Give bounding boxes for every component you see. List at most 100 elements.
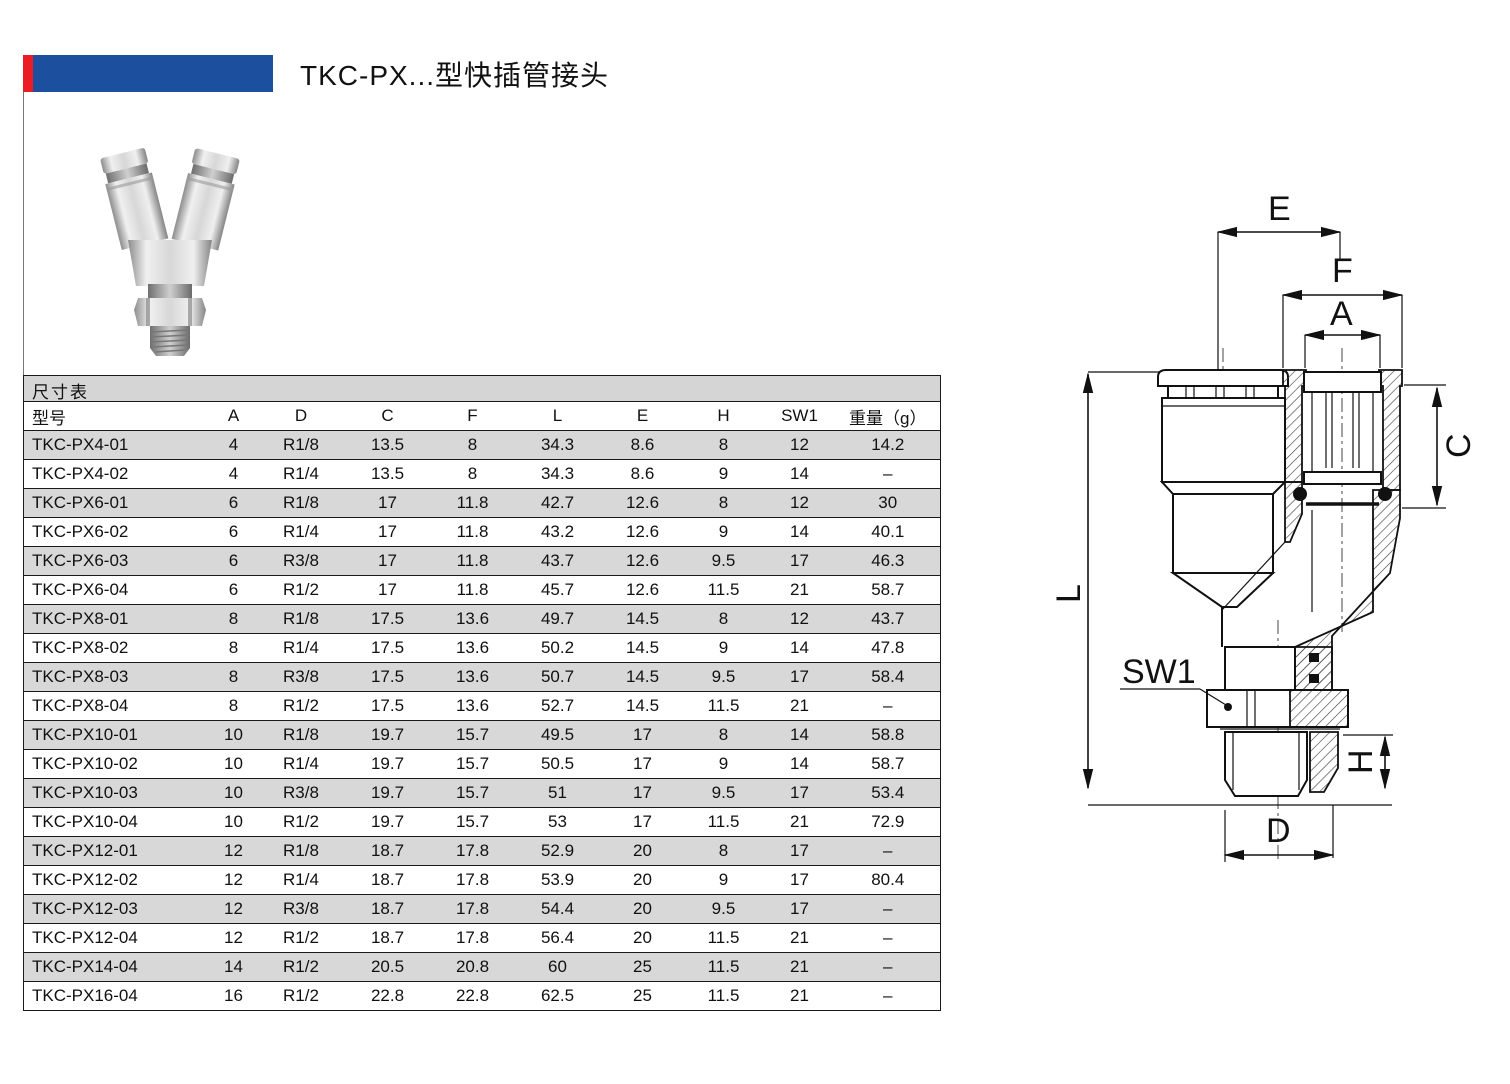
table-cell: 58.7 xyxy=(835,749,941,779)
dim-label-d: D xyxy=(1266,812,1291,850)
table-cell: 8 xyxy=(683,430,764,460)
table-cell: 52.7 xyxy=(513,691,602,721)
table-cell: 8 xyxy=(431,430,514,460)
table-cell: 17.8 xyxy=(431,865,514,895)
table-cell: 12 xyxy=(763,604,836,634)
table-cell: 8 xyxy=(208,604,259,634)
table-cell: – xyxy=(835,981,941,1011)
table-cell: 10 xyxy=(208,807,259,837)
table-cell: TKC-PX10-01 xyxy=(23,720,209,750)
dim-SW1: SW1 xyxy=(1120,653,1232,711)
table-cell: R1/2 xyxy=(258,923,344,953)
column-header: L xyxy=(513,401,602,431)
table-cell: R1/4 xyxy=(258,749,344,779)
table-cell: 18.7 xyxy=(343,894,432,924)
table-cell: 43.7 xyxy=(513,546,602,576)
table-cell: R1/4 xyxy=(258,517,344,547)
table-cell: 9 xyxy=(683,749,764,779)
table-cell: R1/2 xyxy=(258,807,344,837)
table-cell: TKC-PX4-02 xyxy=(23,459,209,489)
table-cell: 13.5 xyxy=(343,459,432,489)
table-cell: 14.5 xyxy=(601,604,684,634)
table-cell: 46.3 xyxy=(835,546,941,576)
table-cell: 49.5 xyxy=(513,720,602,750)
table-cell: 11.5 xyxy=(683,807,764,837)
header-banner xyxy=(23,55,273,92)
dim-C: C xyxy=(1402,384,1478,509)
table-cell: R1/2 xyxy=(258,575,344,605)
table-cell: 14 xyxy=(763,749,836,779)
table-cell: R1/4 xyxy=(258,633,344,663)
table-cell: 13.5 xyxy=(343,430,432,460)
table-cell: 42.7 xyxy=(513,488,602,518)
table-cell: 52.9 xyxy=(513,836,602,866)
table-cell: 9 xyxy=(683,865,764,895)
table-cell: 47.8 xyxy=(835,633,941,663)
table-cell: 17 xyxy=(601,749,684,779)
table-cell: – xyxy=(835,836,941,866)
table-cell: 17 xyxy=(601,807,684,837)
table-cell: TKC-PX6-04 xyxy=(23,575,209,605)
table-cell: 14.5 xyxy=(601,662,684,692)
dim-D: D xyxy=(1223,810,1335,862)
o-ring-right xyxy=(1378,487,1392,501)
dim-L: L xyxy=(1050,371,1392,806)
table-cell: 21 xyxy=(763,952,836,982)
table-cell: 8 xyxy=(683,488,764,518)
table-cell: 25 xyxy=(601,952,684,982)
table-cell: 12 xyxy=(208,894,259,924)
column-header: D xyxy=(258,401,344,431)
table-cell: 17 xyxy=(763,894,836,924)
table-cell: TKC-PX14-04 xyxy=(23,952,209,982)
table-cell: TKC-PX12-02 xyxy=(23,865,209,895)
table-cell: 11.5 xyxy=(683,575,764,605)
table-cell: 12 xyxy=(208,923,259,953)
table-cell: R3/8 xyxy=(258,778,344,808)
table-cell: 6 xyxy=(208,488,259,518)
table-cell: 17.8 xyxy=(431,836,514,866)
table-cell: 14 xyxy=(208,952,259,982)
table-cell: 8 xyxy=(431,459,514,489)
table-cell: 58.8 xyxy=(835,720,941,750)
column-header: A xyxy=(208,401,259,431)
table-cell: 8 xyxy=(208,662,259,692)
table-cell: 15.7 xyxy=(431,778,514,808)
table-cell: 18.7 xyxy=(343,836,432,866)
table-cell: 17 xyxy=(343,488,432,518)
table-cell: 15.7 xyxy=(431,720,514,750)
banner-blue-bar xyxy=(33,55,273,92)
dim-H: H xyxy=(1332,734,1393,858)
table-cell: 12.6 xyxy=(601,546,684,576)
table-cell: 17.5 xyxy=(343,691,432,721)
right-port xyxy=(171,148,240,251)
neck xyxy=(148,284,192,298)
table-cell: 53 xyxy=(513,807,602,837)
table-cell: 10 xyxy=(208,749,259,779)
table-cell: 17.8 xyxy=(431,894,514,924)
table-cell: 8.6 xyxy=(601,430,684,460)
table-cell: R1/8 xyxy=(258,488,344,518)
table-cell: R1/8 xyxy=(258,836,344,866)
table-cell: 14.2 xyxy=(835,430,941,460)
table-cell: 9.5 xyxy=(683,662,764,692)
table-cell: 17 xyxy=(763,865,836,895)
column-header: 型号 xyxy=(23,401,209,431)
table-cell: R1/4 xyxy=(258,865,344,895)
table-cell: 9 xyxy=(683,633,764,663)
table-cell: 11.8 xyxy=(431,546,514,576)
table-cell: 14 xyxy=(763,633,836,663)
page-title: TKC-PX...型快插管接头 xyxy=(300,60,610,91)
table-cell: 13.6 xyxy=(431,691,514,721)
dim-label-sw1: SW1 xyxy=(1122,653,1196,691)
table-cell: 14 xyxy=(763,459,836,489)
table-cell: 17.5 xyxy=(343,633,432,663)
